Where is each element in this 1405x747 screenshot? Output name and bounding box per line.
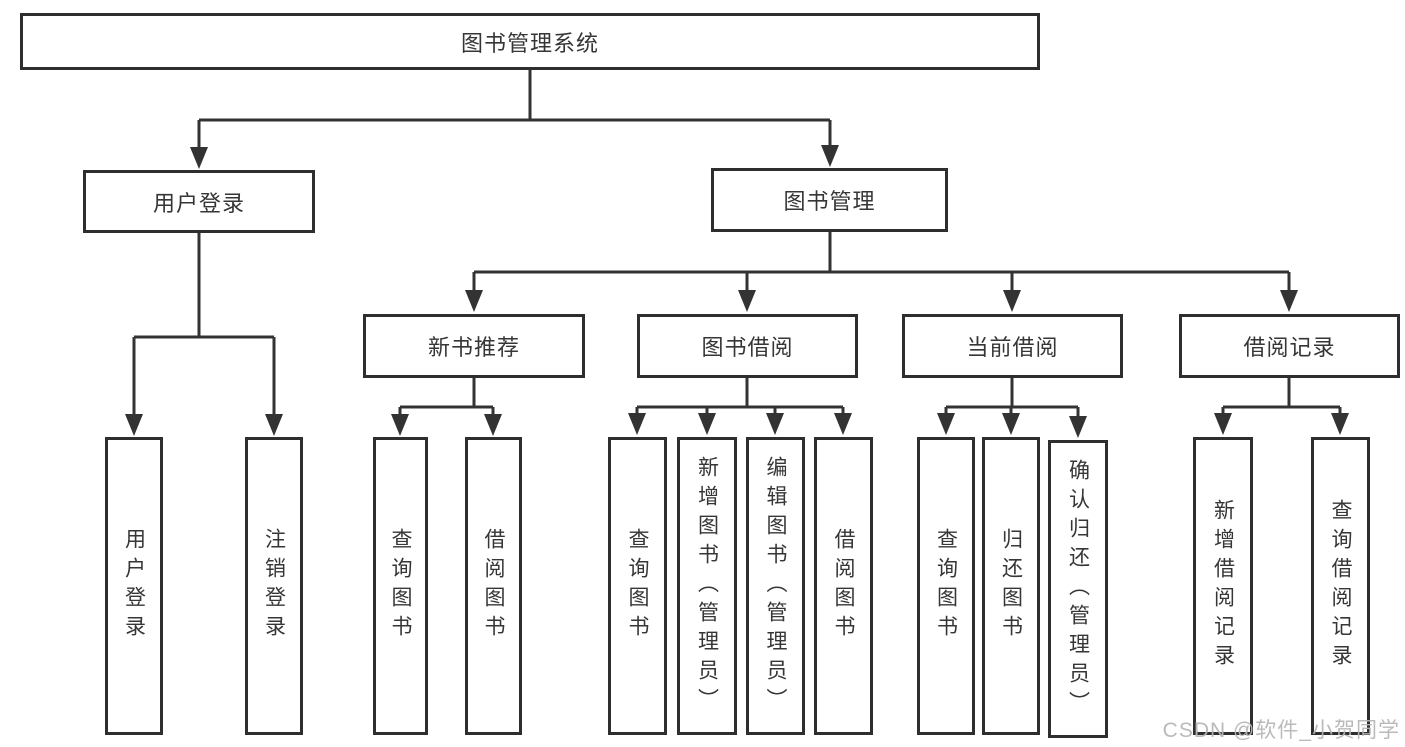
node-system-root: 图书管理系统 xyxy=(20,13,1040,70)
arrowhead xyxy=(821,145,839,167)
node-user-login-leaf: 用户登录 xyxy=(105,437,163,735)
node-book-borrowing-label: 图书借阅 xyxy=(701,335,794,360)
connector-borrowing-children xyxy=(628,378,852,435)
arrowhead xyxy=(1331,413,1349,435)
connector-root-to-level2 xyxy=(190,70,839,169)
arrowhead xyxy=(1280,290,1298,312)
arrowhead xyxy=(628,413,646,435)
arrowhead xyxy=(1214,413,1232,435)
node-query-books-current-label: 查询图书 xyxy=(934,528,958,644)
node-return-books-label: 归还图书 xyxy=(999,528,1023,644)
arrowhead xyxy=(391,414,409,436)
node-query-books-recommend: 查询图书 xyxy=(373,437,428,735)
node-return-books: 归还图书 xyxy=(982,437,1040,735)
arrowhead xyxy=(1003,290,1021,312)
arrowhead xyxy=(484,414,502,436)
connector-user-login-children xyxy=(125,233,283,436)
node-borrow-books-recommend-label: 借阅图书 xyxy=(482,528,506,644)
connector-recommend-children xyxy=(391,378,502,436)
node-borrow-books-borrowing-label: 借阅图书 xyxy=(832,528,856,644)
node-logout-leaf: 注销登录 xyxy=(245,437,303,735)
node-query-books-recommend-label: 查询图书 xyxy=(389,528,413,644)
node-query-borrow-record-label: 查询借阅记录 xyxy=(1329,499,1353,673)
node-add-borrow-record-label: 新增借阅记录 xyxy=(1211,499,1235,673)
arrowhead xyxy=(937,413,955,435)
connector-records-children xyxy=(1214,378,1349,435)
arrowhead xyxy=(265,414,283,436)
node-query-books-current: 查询图书 xyxy=(917,437,975,735)
connector-current-children xyxy=(937,378,1087,438)
node-edit-books-admin-label: 编辑图书（管理员） xyxy=(764,455,788,717)
node-edit-books-admin: 编辑图书（管理员） xyxy=(746,437,805,735)
arrowhead xyxy=(698,413,716,435)
node-borrow-books-recommend: 借阅图书 xyxy=(465,437,522,735)
node-borrow-records: 借阅记录 xyxy=(1179,314,1400,378)
arrowhead xyxy=(834,413,852,435)
node-book-borrowing: 图书借阅 xyxy=(637,314,858,378)
connector-book-management-children xyxy=(465,232,1298,312)
node-confirm-return-admin: 确认归还（管理员） xyxy=(1048,440,1108,738)
node-borrow-books-borrowing: 借阅图书 xyxy=(814,437,873,735)
node-current-borrowing-label: 当前借阅 xyxy=(966,335,1059,360)
node-book-management: 图书管理 xyxy=(711,168,948,232)
arrowhead xyxy=(125,414,143,436)
node-query-books-borrowing: 查询图书 xyxy=(608,437,667,735)
arrowhead xyxy=(738,290,756,312)
node-new-book-recommend-label: 新书推荐 xyxy=(427,335,520,360)
node-current-borrowing: 当前借阅 xyxy=(902,314,1123,378)
node-query-borrow-record: 查询借阅记录 xyxy=(1311,437,1370,735)
node-book-management-label: 图书管理 xyxy=(783,189,876,214)
node-query-books-borrowing-label: 查询图书 xyxy=(626,528,650,644)
node-add-books-admin-label: 新增图书（管理员） xyxy=(695,455,719,717)
node-system-root-label: 图书管理系统 xyxy=(460,30,599,56)
node-borrow-records-label: 借阅记录 xyxy=(1243,335,1336,360)
node-user-login-label: 用户登录 xyxy=(152,190,245,216)
node-add-books-admin: 新增图书（管理员） xyxy=(677,437,737,735)
arrowhead xyxy=(766,413,784,435)
arrowhead xyxy=(1069,416,1087,438)
node-confirm-return-admin-label: 确认归还（管理员） xyxy=(1066,458,1090,720)
node-user-login-leaf-label: 用户登录 xyxy=(122,528,146,644)
csdn-watermark: CSDN @软件_小贺同学 xyxy=(1162,719,1400,742)
arrowhead xyxy=(465,290,483,312)
arrowhead xyxy=(190,147,208,169)
arrowhead xyxy=(1002,413,1020,435)
node-user-login: 用户登录 xyxy=(83,170,315,233)
node-add-borrow-record: 新增借阅记录 xyxy=(1193,437,1253,735)
node-logout-leaf-label: 注销登录 xyxy=(262,528,286,644)
node-new-book-recommend: 新书推荐 xyxy=(363,314,585,378)
